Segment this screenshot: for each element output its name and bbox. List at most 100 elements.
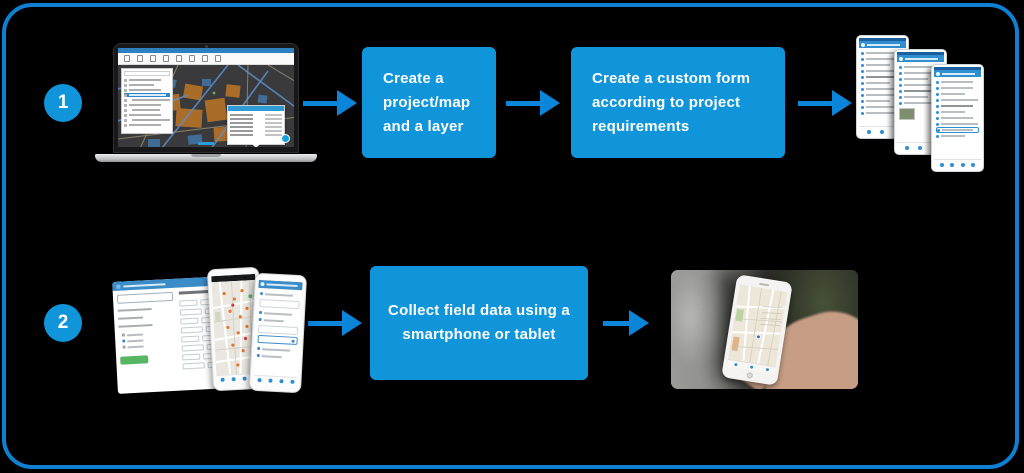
- radio-icon: [122, 339, 126, 343]
- mobile-map-view: [211, 279, 261, 376]
- form-field-row: [899, 100, 942, 106]
- popup-attribute-row: [230, 126, 282, 128]
- tree-node-label: [132, 119, 170, 121]
- app-logo-icon: [899, 56, 903, 61]
- tree-node-icon: [124, 93, 127, 97]
- radio-icon: [936, 110, 939, 114]
- rounded-frame-border: [2, 3, 1019, 469]
- form-header: [934, 70, 981, 77]
- footer-action-icon: [970, 162, 975, 167]
- field-name-input: [182, 353, 201, 360]
- form-name-input: [116, 291, 174, 304]
- radio-icon: [899, 89, 902, 93]
- layer-tree-row: [124, 103, 170, 107]
- footer-action-icon: [960, 162, 965, 167]
- form-field-row: [936, 133, 979, 139]
- form-field-row: [861, 104, 904, 110]
- step-1-badge: 1: [44, 84, 82, 122]
- gis-app-titlebar: [118, 48, 294, 53]
- step-1-number: 1: [57, 92, 69, 113]
- attribute-key: [230, 126, 254, 128]
- laptop-base: [95, 154, 317, 162]
- field-label: [941, 123, 978, 125]
- field-label: [941, 111, 965, 113]
- layer-tree-panel: [121, 68, 173, 134]
- popup-header: [228, 106, 284, 111]
- radio-icon: [861, 87, 864, 91]
- form-field-row: [256, 352, 297, 361]
- form-field-row: [936, 79, 979, 85]
- form-field-row: [936, 103, 979, 109]
- footer-action-icon: [220, 377, 225, 382]
- settings-label: [118, 324, 153, 328]
- field-label: [866, 106, 899, 108]
- field-label: [866, 64, 890, 66]
- white-smartphone: [721, 274, 793, 386]
- arrow-right-icon: [506, 90, 560, 116]
- layer-tree-rows: [124, 78, 170, 127]
- popup-attribute-row: [230, 130, 282, 132]
- radio-icon: [936, 92, 939, 96]
- tree-node-label: [129, 79, 162, 81]
- laptop-camera: [205, 45, 208, 48]
- form-footer-icons: [253, 374, 298, 387]
- form-header: [859, 41, 906, 48]
- radio-icon: [861, 69, 864, 73]
- attribute-value: [265, 114, 282, 116]
- popup-attribute-rows: [228, 111, 284, 139]
- smartphone-form-mockup: [248, 272, 308, 394]
- field-name-input: [179, 307, 202, 316]
- settings-label: [117, 308, 152, 312]
- form-field-row: [936, 91, 979, 97]
- selected-option-row: [936, 127, 979, 133]
- tree-node-icon: [124, 113, 127, 117]
- attribute-key: [230, 130, 254, 132]
- radio-icon: [861, 75, 864, 79]
- toolbar-tool-icon: [163, 55, 169, 62]
- footer-action-icon: [267, 378, 273, 383]
- field-label: [866, 76, 899, 78]
- tree-node-icon: [124, 83, 127, 87]
- field-label: [866, 70, 903, 72]
- layer-tree-row: [124, 83, 170, 87]
- radio-icon: [122, 345, 126, 349]
- popup-pointer: [252, 144, 260, 147]
- layer-tree-row: [124, 123, 170, 127]
- radio-icon: [861, 111, 864, 115]
- form-field-row: [899, 76, 942, 82]
- field-label: [941, 105, 974, 107]
- radio-option: [121, 331, 175, 337]
- gis-app-toolbar: [118, 53, 294, 65]
- radio-icon: [861, 99, 864, 103]
- field-name-input: [180, 317, 199, 325]
- tree-node-icon: [124, 123, 127, 127]
- form-field-row: [259, 290, 300, 299]
- photo-map-graphic: [726, 284, 788, 375]
- footer-action-icon: [904, 145, 909, 150]
- field-label: [866, 58, 899, 60]
- toolbar-tool-icon: [215, 55, 221, 62]
- field-name-input: [180, 325, 203, 334]
- flow-box-create-project: Create a project/map and a layer: [362, 47, 496, 158]
- field-label: [904, 102, 937, 104]
- tree-node-icon: [124, 103, 127, 107]
- form-field-row: [861, 80, 904, 86]
- field-label: [904, 66, 937, 68]
- field-label: [866, 52, 899, 54]
- text-input: [259, 298, 300, 310]
- form-field-row: [936, 121, 979, 127]
- popup-attribute-row: [230, 118, 282, 120]
- footer-action-icon: [256, 377, 262, 383]
- settings-label: [118, 316, 144, 320]
- form-field-row: [861, 92, 904, 98]
- form-field-row: [899, 64, 942, 70]
- step-2-number: 2: [57, 312, 69, 333]
- radio-icon: [861, 93, 864, 97]
- radio-icon: [937, 128, 940, 132]
- field-label: [904, 78, 928, 80]
- radio-icon: [936, 122, 939, 126]
- radio-icon: [936, 104, 939, 108]
- form-field-row: [936, 85, 979, 91]
- footer-action-icon: [278, 379, 284, 384]
